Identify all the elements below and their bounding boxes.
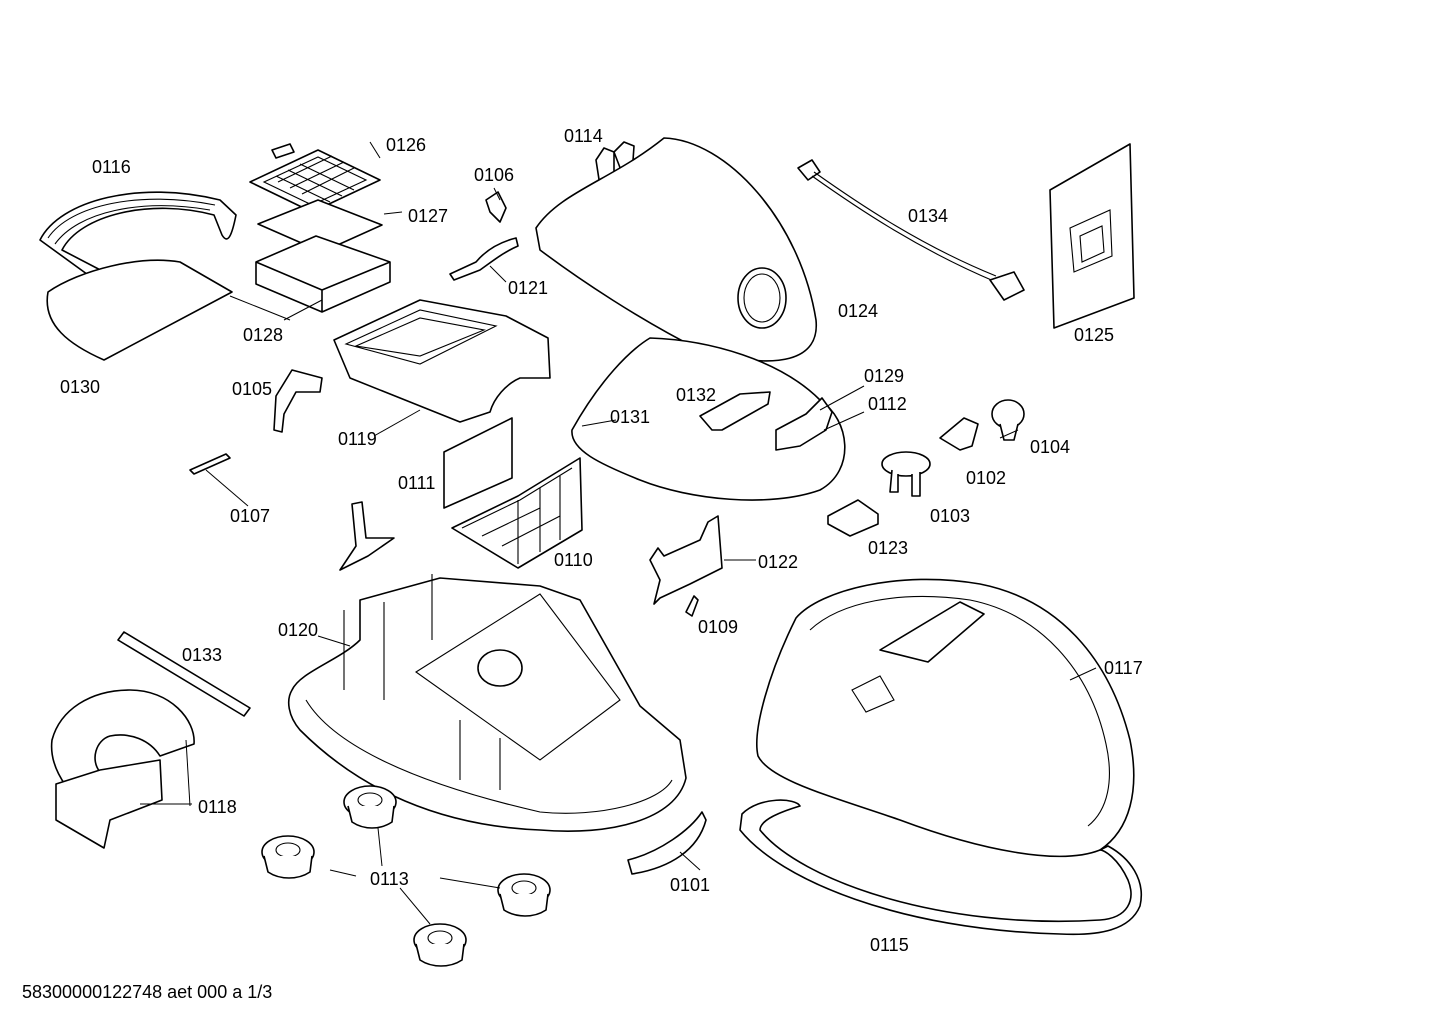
- label-0114: 0114: [564, 126, 603, 146]
- label-0112: 0112: [868, 394, 907, 414]
- label-0116: 0116: [92, 157, 131, 177]
- part-0129-hinge: [775, 397, 833, 451]
- part-0125-dust-bag: [1049, 143, 1135, 329]
- label-0119: 0119: [338, 429, 377, 449]
- part-0128-foam-filter: [255, 235, 391, 313]
- part-0120-base-housing: [287, 574, 687, 833]
- label-0126: 0126: [386, 135, 427, 155]
- part-stand: [339, 501, 395, 571]
- label-0101: 0101: [670, 875, 711, 895]
- part-0126-filter-grid: [249, 143, 381, 213]
- label-0105: 0105: [232, 379, 273, 399]
- part-0118-hose-housing: [50, 689, 195, 849]
- label-0122: 0122: [758, 552, 799, 572]
- label-0123: 0123: [868, 538, 909, 558]
- label-0127: 0127: [408, 206, 449, 226]
- part-0105-bracket: [273, 369, 323, 433]
- label-0134: 0134: [908, 206, 949, 226]
- part-0104-knob: [991, 399, 1025, 441]
- part-0106-clip: [485, 191, 507, 223]
- label-0117: 0117: [1104, 658, 1143, 678]
- label-0106: 0106: [474, 165, 515, 185]
- label-0130: 0130: [60, 377, 101, 397]
- label-0115: 0115: [870, 935, 909, 955]
- label-0107: 0107: [230, 506, 271, 526]
- label-0132: 0132: [676, 385, 717, 405]
- part-0119-filter-frame: [333, 299, 551, 423]
- label-0120: 0120: [278, 620, 319, 640]
- part-0123-switch: [827, 499, 879, 537]
- label-0121: 0121: [508, 278, 549, 298]
- part-0122-bracket: [649, 515, 723, 605]
- part-0103-grille: [881, 451, 931, 497]
- label-0118: 0118: [198, 797, 237, 817]
- part-0101-bumper: [627, 811, 707, 875]
- document-id-footer: 58300000122748 aet 000 a 1/3: [22, 982, 273, 1002]
- part-0132-bracket: [699, 391, 771, 431]
- label-0113: 0113: [370, 869, 409, 889]
- label-0111: 0111: [398, 473, 436, 493]
- part-0124-lid: [535, 137, 817, 362]
- label-0103: 0103: [930, 506, 971, 526]
- label-0110: 0110: [554, 550, 593, 570]
- label-0102: 0102: [966, 468, 1007, 488]
- part-0121-spring: [449, 237, 519, 281]
- label-0128: 0128: [243, 325, 284, 345]
- label-0124: 0124: [838, 301, 879, 321]
- part-0107-pin: [189, 453, 231, 475]
- leader-lines: [140, 141, 1097, 925]
- label-0109: 0109: [698, 617, 739, 637]
- part-0117-top-housing: [756, 578, 1135, 858]
- label-0133: 0133: [182, 645, 223, 665]
- part-0130-cover-plate: [46, 259, 233, 361]
- label-0131: 0131: [610, 407, 651, 427]
- part-0133-rod: [117, 631, 251, 717]
- part-0134-cable: [797, 159, 1025, 301]
- label-0129: 0129: [864, 366, 905, 386]
- part-0109-clip: [685, 595, 699, 617]
- label-0125: 0125: [1074, 325, 1115, 345]
- part-0113-wheels: [261, 785, 551, 967]
- part-0110-grid: [451, 457, 583, 569]
- label-0104: 0104: [1030, 437, 1071, 457]
- part-0111-filter-sheet: [443, 417, 513, 509]
- part-0102-clip: [939, 417, 979, 451]
- part-0115-seal-ring: [739, 799, 1143, 936]
